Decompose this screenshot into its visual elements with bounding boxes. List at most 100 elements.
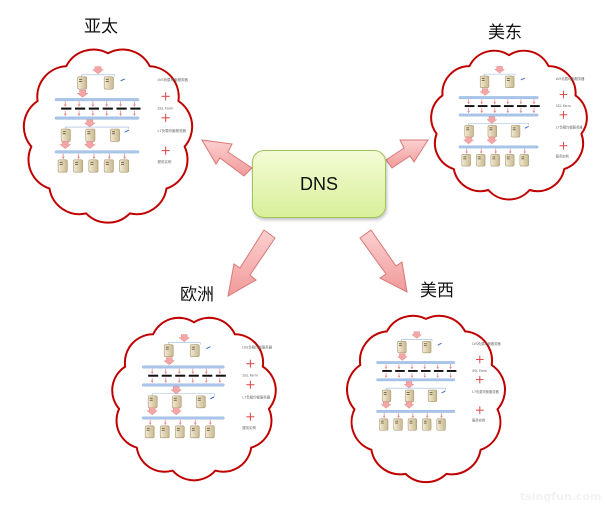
tier-label-lvs: LVS负载均衡服务器 [556, 76, 585, 81]
tier-label-lvs: LVS负载均衡服务器 [157, 77, 188, 82]
service-instance-icon [407, 418, 417, 431]
flow-arrow [218, 377, 222, 383]
l7-server-icon [427, 389, 438, 402]
flow-arrow [119, 101, 123, 107]
firewall-icon [475, 375, 484, 384]
flow-arrow [519, 108, 523, 113]
ssl-node [420, 370, 431, 372]
network-bus [458, 145, 539, 149]
network-bus [142, 416, 225, 420]
region-label-us-east: 美东 [488, 23, 522, 43]
arrow-to-europe [227, 229, 276, 297]
lvs-server-icon [163, 344, 174, 357]
service-instance-icon [159, 425, 170, 439]
lvs-server-icon [397, 341, 407, 354]
ssl-node [88, 107, 100, 110]
flow-arrow [92, 153, 96, 159]
ssl-node [116, 107, 127, 110]
ssl-node [464, 105, 475, 108]
ssl-node [102, 107, 113, 110]
network-bus [54, 150, 140, 154]
cloud-outline [346, 314, 506, 484]
service-instance-icon [174, 425, 185, 439]
flow-arrow [163, 419, 167, 425]
flow-arrow [532, 108, 536, 113]
dns-label: DNS [299, 173, 338, 194]
service-instance-icon [490, 154, 500, 167]
flow-arrow [63, 101, 67, 107]
flow-arrow [59, 141, 72, 149]
flow-arrow [193, 419, 197, 425]
flow-arrow [150, 368, 154, 374]
flow-arrow [508, 148, 512, 154]
l7-server-icon [381, 389, 392, 402]
service-instance-icon [88, 159, 99, 173]
flow-arrow [486, 136, 498, 145]
flow-arrow [449, 372, 453, 378]
service-instance-icon [379, 418, 389, 431]
firewall-icon [246, 412, 255, 421]
flow-arrow [204, 377, 208, 383]
flow-arrow [170, 407, 182, 416]
lvs-server-icon [422, 341, 432, 354]
flow-arrow [177, 377, 181, 383]
tier-label-service-instance: 服务实例 [472, 418, 485, 423]
region-label-asia-pacific: 亚太 [84, 17, 118, 37]
flow-arrow [83, 141, 96, 149]
flow-arrow [410, 364, 414, 370]
flow-arrow [77, 153, 81, 159]
flow-arrow [410, 372, 414, 378]
tier-label-ssl-farm: SSL Farm [157, 107, 174, 111]
l7-server-icon [487, 125, 497, 138]
flow-arrow [479, 88, 491, 96]
service-instance-icon [461, 154, 471, 167]
flow-arrow [423, 372, 427, 378]
flow-arrow [218, 368, 222, 374]
flow-arrow [480, 99, 484, 105]
flow-arrow [105, 101, 109, 107]
flow-arrow [493, 108, 497, 113]
lvs-server-icon [479, 75, 490, 88]
flow-arrow [403, 401, 415, 409]
flow-arrow [397, 364, 401, 370]
firewall-icon [475, 406, 484, 415]
tier-label-ssl-farm: SSL Farm [472, 369, 487, 373]
service-instance-icon [119, 159, 130, 173]
flow-arrow [105, 110, 109, 116]
firewall-icon [559, 90, 568, 99]
tier-label-service-instance: 服务实例 [242, 425, 256, 430]
firewall-icon [559, 141, 568, 150]
l7-server-icon [147, 395, 158, 409]
service-instance-icon [476, 154, 486, 167]
l7-server-icon [195, 395, 206, 409]
firewall-icon [161, 113, 170, 122]
flow-arrow [380, 401, 392, 409]
l7-server-icon [171, 395, 182, 409]
flow-arrow [440, 413, 443, 418]
flow-arrow [191, 377, 195, 383]
ssl-node [148, 374, 159, 377]
watermark: tsingfun.com [520, 490, 602, 503]
tier-label-service-instance: 服务实例 [157, 159, 171, 164]
firewall-icon [246, 359, 255, 368]
ssl-node [382, 370, 392, 372]
flow-arrow [178, 419, 182, 425]
network-bus [458, 96, 539, 99]
service-instance-icon [189, 425, 200, 439]
ssl-node [188, 374, 199, 377]
service-instance-icon [393, 418, 403, 431]
flow-arrow [465, 148, 469, 154]
flow-arrow [523, 148, 527, 154]
flow-arrow [77, 110, 81, 116]
flow-arrow [61, 153, 65, 159]
firewall-icon [559, 110, 568, 119]
flow-arrow [423, 364, 427, 370]
flow-arrow [493, 99, 497, 105]
arrow-to-us-west [359, 229, 408, 293]
